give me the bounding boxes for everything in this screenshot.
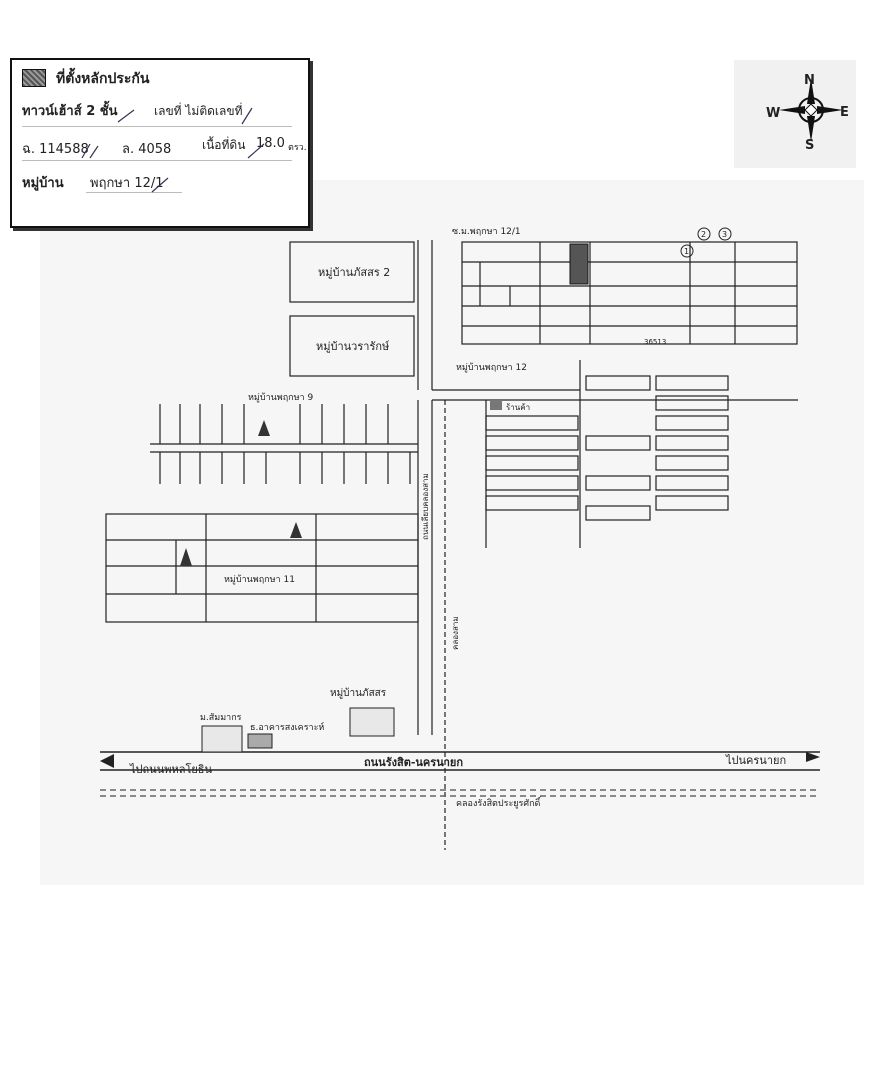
label-pruksa12: หมู่บ้านพฤกษา 12: [456, 362, 527, 373]
label-to-left: ไปถนนพหลโยธิน: [129, 762, 213, 776]
label-shop: ร้านค้า: [506, 403, 530, 412]
label-main-road: ถนนรังสิต-นครนายก: [364, 756, 463, 769]
label-main-canal: คลองรังสิตประยูรศักดิ์: [456, 796, 542, 809]
label-pruksa9: หมู่บ้านพฤกษา 9: [248, 392, 313, 403]
compass-n: N: [804, 73, 815, 88]
village-value: พฤกษา 12/1: [90, 176, 164, 191]
compass-e: E: [840, 105, 849, 120]
rule: [22, 160, 292, 161]
school-building-icon: [201, 725, 243, 753]
compass-w: W: [766, 106, 780, 121]
marker-1: [680, 244, 694, 258]
arrow-right-icon: [806, 752, 820, 762]
arrow-left-icon: [100, 754, 114, 768]
label-worarak: หมู่บ้านวรารักษ์: [316, 340, 390, 353]
label-pattara: หมู่บ้านภัสสร: [330, 687, 387, 699]
label-soi-top: ซ.ม.พฤกษา 12/1: [452, 227, 521, 237]
park-tree-icon: [180, 420, 302, 566]
collateral-plot: [569, 243, 589, 285]
pruksa12-blocks: [485, 360, 729, 548]
pen-marks: [81, 107, 265, 193]
bank-icon: [247, 733, 273, 749]
collateral-swatch: [22, 69, 46, 87]
deed-number: ฉ. 114588: [22, 142, 89, 157]
marker-2: [697, 227, 711, 241]
label-canal-road: ถนนเลียบคลองสาม: [421, 473, 430, 540]
label-canal: คลองสาม: [451, 616, 460, 650]
map-background: [40, 180, 864, 885]
legend-heading: ที่ตั้งหลักประกัน: [56, 71, 150, 87]
house-number: เลขที่ ไม่ติดเลขที่: [154, 104, 243, 118]
main-road: [100, 751, 820, 797]
collateral-legend: ที่ตั้งหลักประกัน ทาวน์เฮ้าส์ 2 ชั้น เลข…: [10, 58, 310, 228]
marker-3-label: 3: [722, 230, 727, 239]
pruksa11-blocks: [105, 513, 419, 623]
building-type: ทาวน์เฮ้าส์ 2 ชั้น: [22, 104, 118, 119]
land-number: ล. 4058: [122, 142, 172, 157]
label-to-right: ไปนครนายก: [725, 754, 786, 767]
label-school: ม.สัมมากร: [200, 713, 242, 723]
marker-1-label: 1: [684, 247, 689, 256]
compass-s: S: [805, 138, 814, 153]
marker-2-label: 2: [701, 230, 706, 239]
block-pattara2: [289, 241, 415, 303]
pruksa9-streets: [150, 404, 418, 484]
compass-rose-icon: N S E W: [766, 73, 849, 153]
area-unit: ตรว.: [288, 143, 307, 153]
area-value: 18.0: [256, 136, 285, 151]
rule: [86, 192, 182, 193]
block-worarak: [289, 315, 415, 377]
area-label: เนื้อที่ดิน: [202, 138, 246, 152]
label-bank: ธ.อาคารสงเคราะห์: [250, 721, 324, 733]
marker-3: [718, 227, 732, 241]
rule: [22, 126, 292, 127]
label-pruksa11: หมู่บ้านพฤกษา 11: [224, 574, 295, 585]
label-house-no: 36513: [644, 338, 666, 346]
label-pattara2: หมู่บ้านภัสสร 2: [318, 266, 390, 279]
compass-area: [734, 60, 856, 168]
shop-icon: [490, 400, 502, 410]
pattara-building-icon: [349, 707, 395, 737]
village-label: หมู่บ้าน: [22, 176, 64, 191]
